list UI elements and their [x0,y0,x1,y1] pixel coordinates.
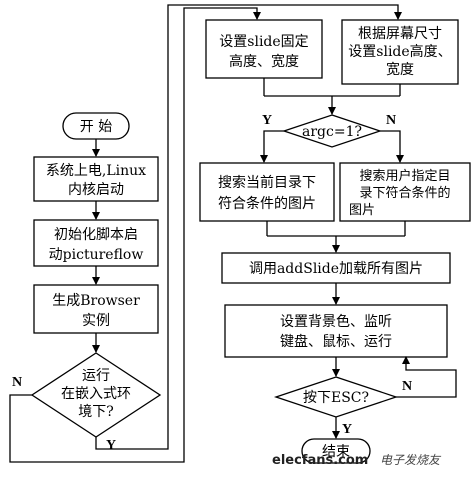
end-terminal: 结束 [301,438,371,464]
set-bg-box: 设置背景色、监听 键盘、鼠标、运行 [224,304,448,358]
power-on-line1: 系统上电,Linux [46,163,146,179]
init-script-line1: 初始化脚本启 [54,226,138,243]
argc-decision-label: argc=1? [302,124,362,140]
set-by-screen-line1: 根据屏幕尺寸 [358,26,442,42]
set-fixed-box: 设置slide固定 高度、宽度 [205,19,323,79]
end-label: 结束 [322,444,350,460]
esc-n-label: N [402,379,412,394]
watermark: elecfans.com 电子发烧友 [272,453,442,468]
argc-decision-diamond: argc=1? [281,114,383,148]
set-bg-line1: 设置背景色、监听 [280,313,392,330]
init-script-box: 初始化脚本启 动pictureflow [33,219,159,267]
esc-decision-diamond: 按下ESC? [273,376,399,418]
gen-browser-line1: 生成Browser [52,293,140,309]
set-by-screen-box: 根据屏幕尺寸 设置slide高度、 宽度 [341,19,459,85]
run-decision-line3: 境下? [78,404,114,420]
set-fixed-line1: 设置slide固定 [219,34,308,50]
run-decision-diamond: 运行 在嵌入式环 境下? [30,352,162,438]
search-current-line2: 符合条件的图片 [218,195,316,212]
run-decision-y-label: Y [106,438,116,453]
set-bg-line2: 键盘、鼠标、运行 [280,333,392,350]
argc-n-label: N [386,113,396,128]
gen-browser-line2: 实例 [82,313,110,329]
set-by-screen-line2: 设置slide高度、 [348,43,451,60]
power-on-line2: 内核启动 [68,182,124,198]
init-script-line2: 动pictureflow [49,247,144,263]
search-user-box: 搜索用户指定目 录下符合条件的 图片 [339,162,471,222]
search-user-line2: 录下符合条件的 [359,185,450,201]
power-on-box: 系统上电,Linux 内核启动 [33,156,159,202]
argc-y-label: Y [262,113,272,128]
search-user-line3: 图片 [349,203,375,218]
search-current-box: 搜索当前目录下 符合条件的图片 [199,162,335,222]
set-by-screen-line3: 宽度 [386,61,414,78]
run-decision-line2: 在嵌入式环 [61,386,131,402]
search-current-line1: 搜索当前目录下 [218,174,316,191]
set-fixed-line2: 高度、宽度 [229,53,299,70]
run-decision-n-label: N [12,375,22,390]
load-all-box: 调用addSlide加载所有图片 [221,252,451,284]
search-user-line1: 搜索用户指定目 [359,168,450,184]
start-terminal: 开 始 [62,112,130,140]
watermark-site: elecfans.com [272,453,368,468]
load-all-label: 调用addSlide加载所有图片 [249,261,423,277]
gen-browser-box: 生成Browser 实例 [33,284,159,334]
esc-decision-label: 按下ESC? [303,390,369,406]
start-label: 开 始 [80,119,112,135]
run-decision-line1: 运行 [82,368,110,384]
watermark-cn: 电子发烧友 [380,453,442,467]
esc-y-label: Y [342,422,352,437]
